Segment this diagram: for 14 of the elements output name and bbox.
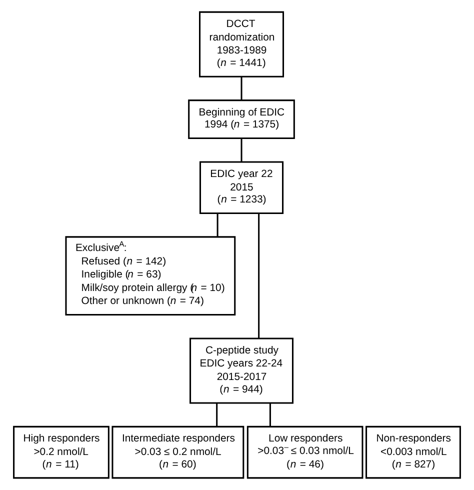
node-box: High responders >0.2 nmol/L (n = 11) xyxy=(13,426,110,479)
connector xyxy=(216,403,218,427)
connector xyxy=(258,213,260,338)
connector xyxy=(240,76,242,100)
connector xyxy=(240,138,242,162)
node-box: C-peptide study EDIC years 22-24 2015-2017 (n = 944) xyxy=(190,338,294,404)
node-box: Intermediate responders >0.03 ≤ 0.2 nmol/L (n = 60) xyxy=(112,426,244,479)
node-box: Low responders >0.03$^{–}$ ≤ 0.03 nmol/L (n = 46) xyxy=(246,426,364,479)
connector xyxy=(216,214,218,237)
node-box: DCCT randomization 1983-1989 (n = 1441) xyxy=(199,11,284,78)
node-box: Beginning of EDIC 1994 (n = 1375) xyxy=(188,100,295,140)
node-box: Non-responders <0.003 nmol/L (n = 827) xyxy=(366,426,461,479)
connector xyxy=(269,403,271,427)
node-box: EDIC year 22 2015 (n = 1233) xyxy=(199,161,284,214)
